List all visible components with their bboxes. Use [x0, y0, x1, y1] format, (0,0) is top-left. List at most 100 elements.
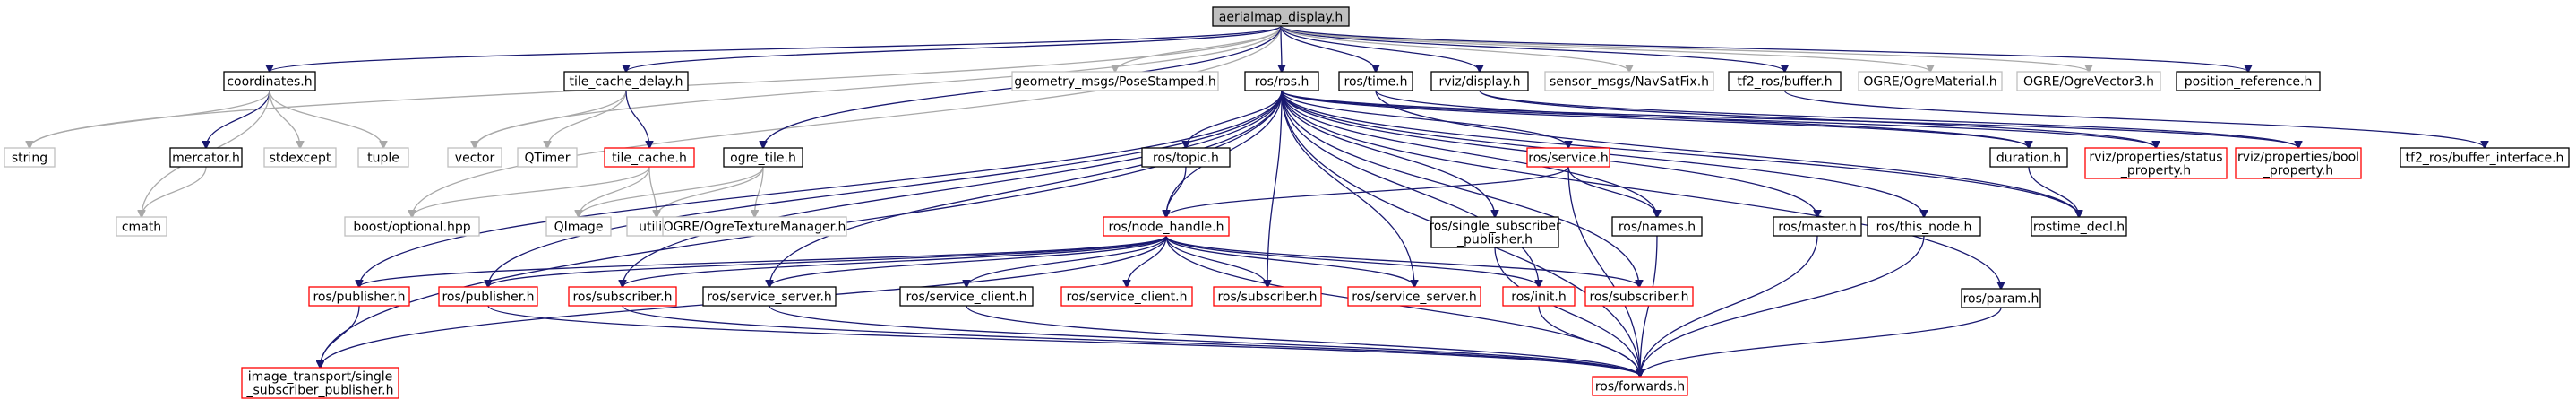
- node-rviz_display[interactable]: rviz/display.h: [1430, 71, 1529, 91]
- node-coordinates[interactable]: coordinates.h: [223, 71, 316, 91]
- node-ros_this_node[interactable]: ros/this_node.h: [1867, 216, 1981, 237]
- node-cmath[interactable]: cmath: [116, 216, 167, 237]
- node-box: [1430, 216, 1559, 248]
- node-ogre_tile[interactable]: ogre_tile.h: [723, 147, 803, 168]
- node-box: [1060, 286, 1193, 307]
- node-tf2_buffer_interface[interactable]: tf2_ros/buffer_interface.h: [2400, 147, 2570, 168]
- node-srv_server_a[interactable]: ros/service_server.h: [702, 286, 837, 307]
- node-box: [1213, 286, 1322, 307]
- node-box: [344, 216, 480, 237]
- node-label: ros/init.h: [1511, 291, 1567, 305]
- node-qtimer[interactable]: QTimer: [517, 147, 578, 168]
- edge-ogre_tile-to-ogre_texture: [755, 166, 764, 217]
- node-box: [2176, 71, 2321, 91]
- node-srv_client_b[interactable]: ros/service_client.h: [1060, 286, 1193, 307]
- node-sub_c[interactable]: ros/subscriber.h: [1584, 286, 1694, 307]
- node-label: ros/service_server.h: [1352, 291, 1477, 305]
- edge-ros_node_handle-to-srv_client_b: [1127, 235, 1167, 287]
- node-boost_optional[interactable]: boost/optional.hpp: [344, 216, 480, 237]
- node-box: [604, 147, 695, 168]
- node-ros_time[interactable]: ros/time.h: [1338, 71, 1413, 91]
- node-tile_cache_delay[interactable]: tile_cache_delay.h: [563, 71, 689, 91]
- node-box: [545, 216, 612, 237]
- edge-ros_ros-to-duration: [1281, 90, 2029, 148]
- node-ogre_vector3[interactable]: OGRE/OgreVector3.h: [2016, 71, 2161, 91]
- node-label: tile_cache.h: [612, 152, 687, 166]
- node-rviz_status[interactable]: rviz/properties/status_property.h: [2084, 147, 2228, 179]
- edge-ros_node_handle-to-sub_b: [1165, 235, 1267, 287]
- node-rviz_bool[interactable]: rviz/properties/bool_property.h: [2235, 147, 2362, 179]
- node-ros_init[interactable]: ros/init.h: [1502, 286, 1576, 307]
- node-label: ros/service_client.h: [1067, 291, 1188, 305]
- node-sub_b[interactable]: ros/subscriber.h: [1213, 286, 1322, 307]
- node-label: position_reference.h: [2185, 75, 2313, 90]
- node-ros_master[interactable]: ros/master.h: [1773, 216, 1862, 237]
- node-label: image_transport/single: [248, 370, 392, 385]
- edge-ros_ros-to-pub_a: [359, 90, 1283, 287]
- node-qimage[interactable]: QImage: [545, 216, 612, 237]
- node-image_transport[interactable]: image_transport/single_subscriber_publis…: [241, 367, 399, 399]
- node-box: [1526, 147, 1610, 168]
- node-tf2_buffer[interactable]: tf2_ros/buffer.h: [1728, 71, 1842, 91]
- node-srv_client_a[interactable]: ros/service_client.h: [899, 286, 1034, 307]
- node-position_reference[interactable]: position_reference.h: [2176, 71, 2321, 91]
- edge-ros_ros-to-rviz_status: [1281, 90, 2156, 148]
- node-box: [2400, 147, 2570, 168]
- node-ros_ros[interactable]: ros/ros.h: [1244, 71, 1319, 91]
- node-label: ros/single_subscriber: [1429, 220, 1561, 234]
- node-ros_single_sub[interactable]: ros/single_subscriber_publisher.h: [1429, 216, 1561, 248]
- node-label: QImage: [554, 221, 604, 235]
- node-root[interactable]: aerialmap_display.h: [1212, 6, 1350, 27]
- node-label: OGRE/OgreMaterial.h: [1863, 75, 1996, 90]
- node-ogre_material[interactable]: OGRE/OgreMaterial.h: [1858, 71, 2003, 91]
- node-box: [2084, 147, 2228, 179]
- node-mercator[interactable]: mercator.h: [169, 147, 243, 168]
- node-pub_a[interactable]: ros/publisher.h: [308, 286, 410, 307]
- node-label: tf2_ros/buffer_interface.h: [2406, 152, 2564, 166]
- node-ros_forwards[interactable]: ros/forwards.h: [1592, 376, 1688, 396]
- node-label: ros/subscriber.h: [1217, 291, 1317, 305]
- edge-ros_ros-to-sub_b: [1267, 90, 1283, 287]
- node-ogre_texture[interactable]: OGRE/OgreTextureManager.h: [662, 216, 847, 237]
- node-box: [1212, 6, 1350, 27]
- node-label: duration.h: [1996, 152, 2061, 166]
- node-duration[interactable]: duration.h: [1989, 147, 2068, 168]
- node-box: [223, 71, 316, 91]
- edge-duration-to-rostime_decl: [2028, 166, 2079, 217]
- node-ros_service[interactable]: ros/service.h: [1526, 147, 1610, 168]
- node-string[interactable]: string: [4, 147, 56, 168]
- node-rostime_decl[interactable]: rostime_decl.h: [2031, 216, 2127, 237]
- node-sensor_msgs[interactable]: sensor_msgs/NavSatFix.h: [1544, 71, 1714, 91]
- node-pub_b[interactable]: ros/publisher.h: [438, 286, 538, 307]
- node-srv_server_b[interactable]: ros/service_server.h: [1347, 286, 1481, 307]
- node-label: tuple: [367, 152, 399, 166]
- node-box: [447, 147, 502, 168]
- node-label: OGRE/OgreTextureManager.h: [664, 221, 846, 235]
- edge-ros_node_handle-to-srv_server_a: [769, 235, 1167, 287]
- edge-ros_topic-to-ros_node_handle: [1166, 166, 1187, 217]
- edge-root-to-ogre_vector3: [1280, 25, 2089, 72]
- node-stdexcept[interactable]: stdexcept: [263, 147, 337, 168]
- node-box: [563, 71, 689, 91]
- node-label: OGRE/OgreVector3.h: [2023, 75, 2154, 90]
- edge-ros_ros-to-sub_c: [1281, 90, 1639, 287]
- node-sub_a[interactable]: ros/subscriber.h: [568, 286, 677, 307]
- node-tile_cache[interactable]: tile_cache.h: [604, 147, 695, 168]
- node-vector[interactable]: vector: [447, 147, 502, 168]
- node-label: tile_cache_delay.h: [570, 75, 683, 90]
- edge-ros_node_handle-to-ros_init: [1165, 235, 1539, 287]
- node-ros_param[interactable]: ros/param.h: [1961, 288, 2041, 308]
- node-ros_node_handle[interactable]: ros/node_handle.h: [1103, 216, 1230, 237]
- node-box: [662, 216, 847, 237]
- edge-tile_cache_delay-to-qtimer: [547, 90, 627, 148]
- node-ros_topic[interactable]: ros/topic.h: [1141, 147, 1231, 168]
- node-box: [4, 147, 56, 168]
- node-tuple[interactable]: tuple: [357, 147, 409, 168]
- node-ros_names[interactable]: ros/names.h: [1611, 216, 1703, 237]
- node-box: [517, 147, 578, 168]
- edge-root-to-tile_cache_delay: [626, 25, 1282, 72]
- node-box: [116, 216, 167, 237]
- node-geometry_msgs[interactable]: geometry_msgs/PoseStamped.h: [1011, 71, 1219, 91]
- node-label: ros/time.h: [1344, 75, 1408, 90]
- edge-root-to-position_reference: [1280, 25, 2248, 72]
